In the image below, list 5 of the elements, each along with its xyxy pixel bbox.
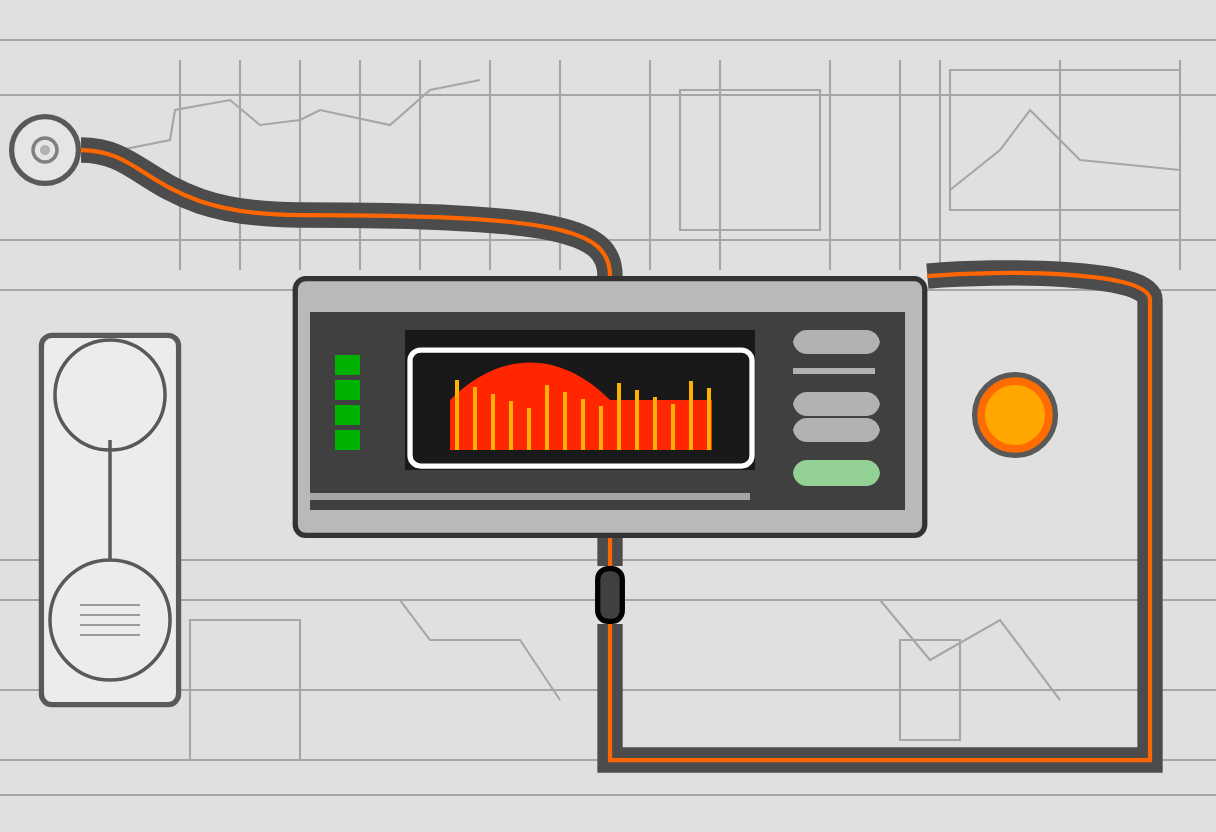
probe-device bbox=[38, 332, 182, 708]
cable bbox=[80, 137, 623, 278]
cable bbox=[597, 538, 623, 566]
plug-connector bbox=[595, 566, 625, 625]
cable bbox=[597, 260, 1163, 773]
